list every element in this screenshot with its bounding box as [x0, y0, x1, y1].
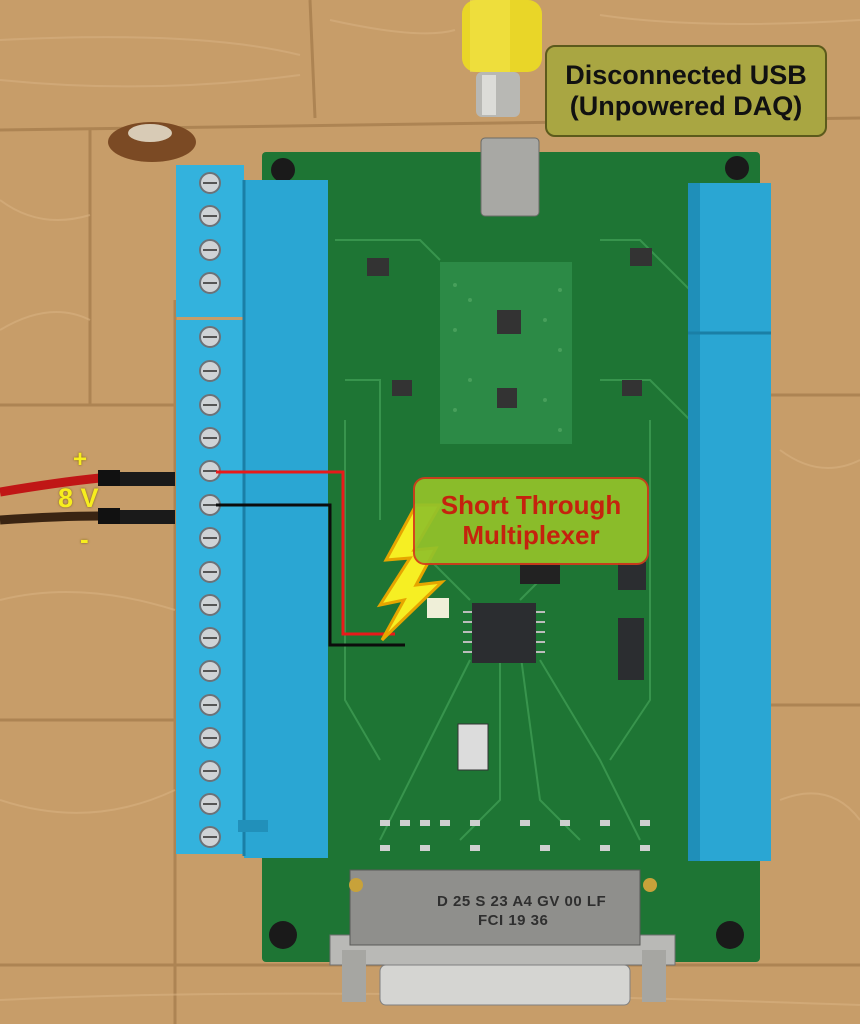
negative-trace-highlight [216, 503, 405, 647]
positive-label: + [73, 446, 88, 473]
usb-callout: Disconnected USB (Unpowered DAQ) [545, 45, 827, 137]
short-callout-line2: Multiplexer [462, 520, 600, 550]
microcontroller-chip [472, 603, 536, 663]
usb-callout-line1: Disconnected USB [565, 59, 807, 90]
positive-trace-highlight [216, 470, 395, 636]
short-callout-line1: Short Through [440, 490, 622, 521]
connector-marking-line1: D 25 S 23 A4 GV 00 LF [437, 893, 607, 910]
voltage-label: 8 V [58, 483, 99, 513]
left-terminal-block [176, 165, 328, 858]
right-terminal-block [688, 183, 771, 861]
jumper-wires [0, 470, 175, 525]
db25-connector [329, 869, 676, 1006]
connector-marking-line2: FCI 19 36 [478, 912, 549, 929]
negative-label: - [80, 524, 89, 554]
standoff-nut [108, 122, 196, 162]
side-ic-chip [618, 618, 644, 680]
usb-callout-line2: (Unpowered DAQ) [569, 91, 803, 121]
rf-chip [497, 310, 521, 334]
board-usb-port [480, 137, 540, 217]
usb-cable [462, 0, 542, 117]
wood-grain [0, 14, 860, 1006]
short-callout: Short Through Multiplexer [413, 477, 649, 565]
small-chip [618, 562, 646, 590]
